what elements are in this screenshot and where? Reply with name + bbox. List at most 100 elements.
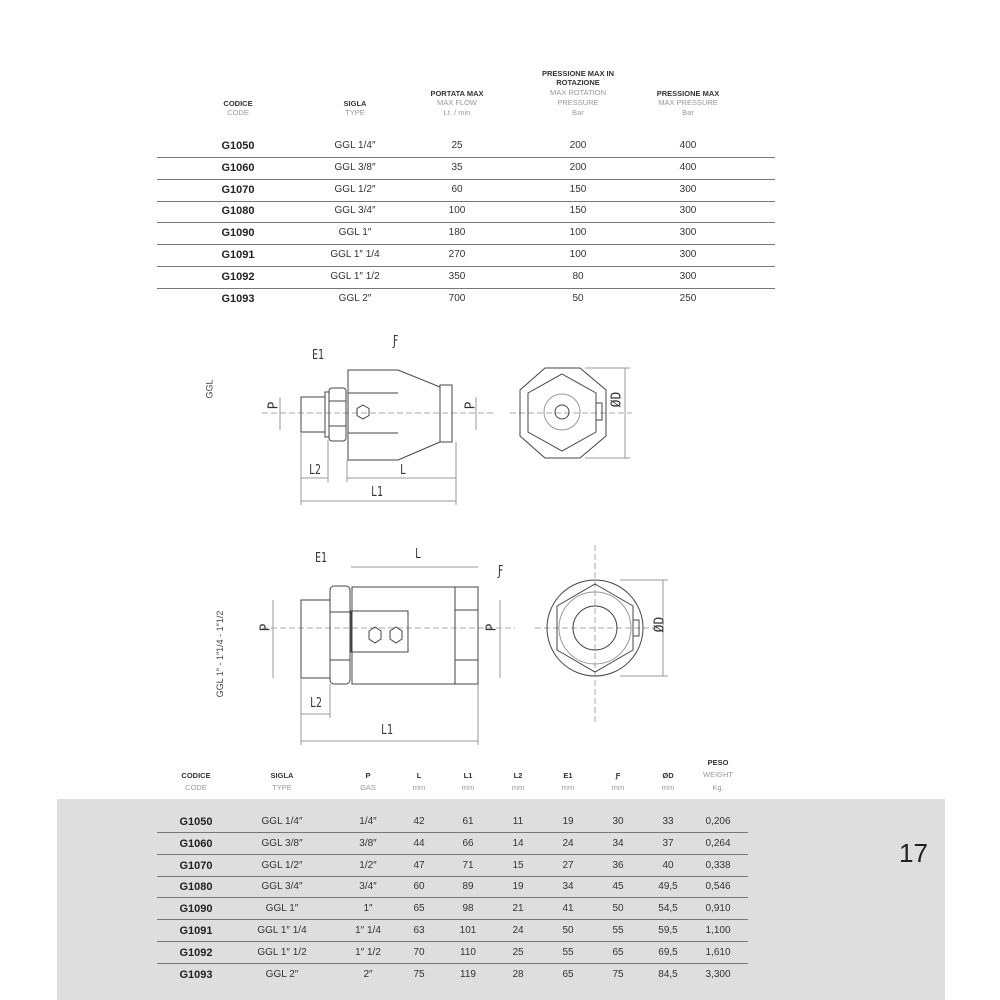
product-code: G1093	[221, 292, 255, 305]
product-code: G1070	[221, 183, 255, 196]
table-cell: 80	[572, 270, 584, 282]
table-cell: 0,206	[705, 816, 731, 827]
table-cell: 71	[462, 859, 474, 871]
drawing-ggl-large-side-view	[262, 566, 515, 745]
product-code: G1060	[221, 161, 255, 174]
table-cell: 21	[512, 903, 524, 915]
dim-p-top-left: P	[266, 401, 282, 410]
table-cell: 54,5	[658, 903, 678, 915]
row-divider	[157, 875, 748, 877]
table-cell: 24	[512, 925, 524, 936]
product-code: G1091	[221, 249, 255, 261]
product-code: G1080	[221, 205, 255, 218]
table-cell: 1/2″	[359, 859, 377, 871]
column-header: P	[365, 771, 371, 780]
table-cell: 50	[562, 925, 574, 936]
page-number: 17	[899, 838, 928, 868]
dim-l-top: L	[400, 463, 406, 478]
dim-l2-top: L2	[309, 463, 321, 478]
table-cell: 200	[569, 140, 587, 151]
table-cell: 15	[512, 859, 524, 871]
column-header: ØD	[662, 771, 674, 780]
product-code: G1091	[179, 925, 213, 937]
table-cell: 100	[448, 205, 466, 217]
column-header: E1	[563, 771, 573, 780]
table-cell: GGL 1/4″	[261, 816, 303, 827]
table-cell: 60	[451, 183, 463, 195]
header-rotation-2: ROTAZIONE	[556, 78, 600, 87]
table-cell: 65	[413, 903, 425, 915]
dim-l-bottom: L	[415, 547, 421, 562]
row-divider	[157, 853, 748, 855]
dim-p-bottom-left: P	[258, 623, 274, 632]
dim-e1-bottom: E1	[315, 551, 327, 566]
column-unit: mm	[611, 783, 625, 792]
product-code: G1060	[179, 837, 213, 850]
table-cell: 0,546	[705, 881, 731, 893]
dim-l1-top: L1	[371, 485, 383, 500]
table-cell: 1,100	[705, 925, 731, 936]
table-cell: 700	[448, 292, 466, 304]
table-cell: GGL 1/2″	[334, 183, 376, 195]
table-cell: 250	[679, 292, 697, 304]
row-divider	[157, 178, 775, 180]
table-cell: 0,264	[705, 837, 731, 849]
table-cell: 1/4″	[359, 816, 377, 827]
table-cell: 1″ 1/2	[355, 946, 381, 958]
product-code: G1090	[221, 227, 255, 240]
header-pressione-max: PRESSIONE MAX	[656, 89, 720, 98]
table-cell: 50	[612, 903, 624, 915]
table-cell: 70	[413, 946, 425, 958]
row-divider	[157, 222, 775, 224]
product-code: G1070	[179, 859, 213, 872]
table-cell: 27	[562, 859, 574, 871]
table-cell: GGL 1″ 1/2	[330, 270, 380, 282]
table-cell: 50	[572, 292, 584, 304]
header-code: CODE	[227, 108, 249, 117]
table-cell: 69,5	[658, 946, 678, 958]
header-peso: PESO	[707, 758, 729, 767]
table-cell: 300	[679, 183, 697, 195]
product-code: G1080	[179, 881, 213, 894]
table-cell: GGL 1/2″	[261, 859, 303, 871]
column-unit: mm	[511, 783, 525, 792]
table-cell: 75	[612, 968, 624, 980]
product-code: G1090	[179, 903, 213, 916]
drawing-ggl-large-front-view	[535, 545, 668, 725]
table-cell: GGL 1″ 1/4	[257, 925, 307, 936]
product-code: G1050	[179, 816, 213, 828]
table-cell: 0,910	[705, 903, 731, 915]
table-cell: 41	[562, 903, 574, 915]
table-cell: 49,5	[658, 881, 678, 893]
table-cell: GGL 2″	[338, 292, 372, 304]
table-cell: GGL 3/8″	[261, 837, 303, 849]
row-divider	[157, 962, 748, 964]
table-cell: 3,300	[705, 968, 731, 980]
table-cell: 3/8″	[359, 837, 377, 849]
row-divider	[157, 832, 748, 833]
table-cell: 350	[448, 270, 466, 282]
table-cell: 45	[612, 881, 624, 893]
table-cell: 25	[512, 946, 524, 958]
header-rotation-1: PRESSIONE MAX IN	[541, 69, 615, 78]
table-cell: 66	[462, 837, 474, 849]
header-rotation-4: PRESSURE	[557, 98, 599, 107]
table-cell: 1″ 1/4	[355, 925, 381, 936]
table-cell: 34	[612, 837, 624, 849]
table-cell: 24	[562, 837, 574, 849]
column-header: L2	[513, 771, 523, 780]
header-max-flow: MAX FLOW	[436, 98, 478, 107]
column-header: SIGLA	[270, 771, 294, 780]
dim-l2-bottom: L2	[310, 696, 322, 711]
header-portata: PORTATA MAX	[430, 89, 484, 98]
dim-wrench-bottom: Ƒ	[497, 564, 503, 579]
row-divider	[157, 287, 775, 289]
table-cell: 25	[451, 140, 463, 151]
table-cell: 300	[679, 227, 697, 239]
table-cell: 100	[569, 227, 587, 239]
table-cell: 37	[662, 837, 674, 849]
table-cell: 28	[512, 968, 524, 980]
column-unit: mm	[461, 783, 475, 792]
table-cell: 19	[562, 816, 574, 827]
